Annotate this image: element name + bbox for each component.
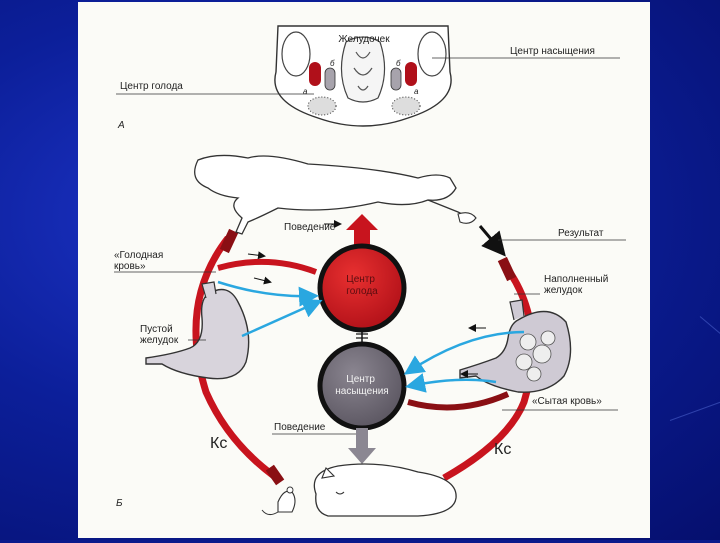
ring-right (442, 261, 536, 482)
hungry-blood-label: «Голодная кровь» (114, 250, 166, 272)
nerve-empty-stomach (241, 299, 323, 338)
nerve-sated-blood (405, 373, 497, 393)
result-label: Результат (558, 228, 604, 239)
satiety-center-line2: насыщения (335, 386, 388, 397)
satiety-center-line1: Центр (346, 374, 375, 385)
nucleus-a-right (391, 96, 421, 116)
mark-b-left: б (330, 59, 335, 68)
satiety-center-label-b: Центр насыщения (335, 374, 388, 397)
empty-stomach-label: Пустой желудок (140, 324, 179, 346)
sated-blood-label: «Сытая кровь» (532, 396, 602, 407)
full-stomach-line2: желудок (544, 285, 583, 296)
hungry-blood-line1: «Голодная (114, 250, 163, 261)
mouse-caught-icon (457, 212, 477, 224)
figure-panel: Желудочек б б а а Центр насыщения Центр … (78, 2, 650, 538)
behavior-arrow-down (348, 428, 376, 464)
ring-left (192, 235, 277, 479)
mark-b-right: б (396, 59, 401, 68)
empty-stomach-line1: Пустой (140, 324, 173, 335)
ks-left-label: Кс (210, 435, 227, 452)
hunger-center-line1: Центр (346, 274, 375, 285)
hungry-blood-line2: кровь» (114, 261, 146, 272)
ks-right-label: Кс (494, 441, 511, 458)
physiology-diagram: Желудочек б б а а Центр насыщения Центр … (114, 25, 626, 517)
behavior-top-label: Поведение (284, 222, 336, 233)
sleeping-cat-illustration (313, 463, 457, 517)
hunger-center-label-b: Центр голода (346, 274, 378, 297)
third-ventricle (340, 36, 386, 103)
satiety-nucleus-left (324, 67, 336, 91)
satiety-center-label: Центр насыщения (510, 46, 595, 57)
nerve-hungry-blood (217, 280, 319, 307)
empty-stomach-illustration (145, 281, 250, 380)
full-stomach-illustration (459, 299, 572, 393)
ventricle-left (281, 31, 311, 77)
nucleus-a-left (307, 96, 337, 116)
result-arrow (478, 225, 506, 257)
mark-a-right: а (414, 87, 419, 96)
vessel-sated-blood (407, 391, 510, 411)
panel-a-letter: А (117, 120, 125, 131)
behavior-bottom-label: Поведение (274, 422, 326, 433)
full-stomach-label: Наполненный желудок (544, 274, 611, 296)
mark-a-left: а (303, 87, 308, 96)
hunger-nucleus-left (309, 62, 321, 86)
full-stomach-line1: Наполненный (544, 274, 608, 285)
nerve-full-stomach (403, 330, 525, 375)
cat-hunting-illustration (194, 154, 477, 235)
mouse-illustration (261, 486, 296, 516)
ventricle-right (417, 31, 447, 77)
hunger-center-line2: голода (346, 286, 378, 297)
circulation-ring (192, 228, 536, 486)
stomach-label: Желудочек (338, 34, 390, 45)
hunger-nucleus-right (405, 62, 417, 86)
satiety-nucleus-right (390, 67, 402, 91)
brain-section: Желудочек б б а а Центр насыщения Центр … (116, 25, 620, 131)
decor-streak (669, 399, 720, 421)
vessel-hungry-blood (217, 258, 318, 275)
empty-stomach-line2: желудок (140, 335, 179, 346)
decor-streak (699, 316, 720, 343)
hunger-center-label: Центр голода (120, 81, 183, 92)
panel-b-letter: Б (116, 498, 123, 509)
